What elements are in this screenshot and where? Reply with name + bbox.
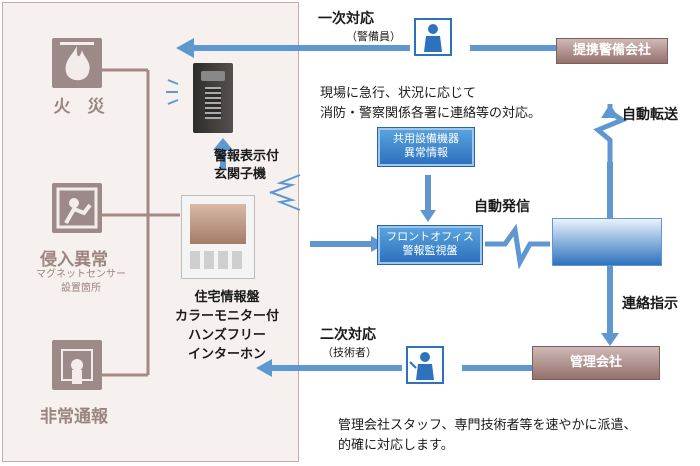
fire-icon [52, 38, 102, 88]
first-response-role: （警備員） [346, 30, 401, 43]
front-office-box: フロントオフィス 警報監視盤 [378, 226, 482, 264]
technician-icon [406, 346, 444, 384]
magnet-sensor-note: マグネットセンサー 設置箇所 [36, 269, 126, 294]
contact-instruction-label: 連絡指示 [622, 296, 678, 312]
indoor-monitor-label: 住宅情報盤 カラーモニター付 ハンズフリー インターホン [174, 290, 279, 362]
second-response-title: 二次対応 [320, 327, 376, 343]
management-company-box: 管理会社 [532, 346, 660, 380]
first-response-description: 現場に急行、状況に応じて 消防・警察関係各署に連絡等の対応。 [320, 86, 542, 121]
hazard-label-intrusion: 侵入異常 [40, 250, 108, 270]
second-response-role: （技術者） [322, 346, 377, 359]
shared-equipment-box: 共用設備機器 異常情報 [378, 128, 474, 166]
hazard-label-fire: 火 災 [53, 97, 105, 117]
hazard-label-emergency: 非常通報 [40, 407, 108, 427]
auto-call-label: 自動発信 [474, 199, 530, 215]
central-monitoring-box [552, 218, 662, 266]
security-guard-icon [414, 18, 452, 56]
door-unit-device [193, 63, 233, 133]
emergency-button-icon [52, 340, 102, 390]
auto-transfer-label: 自動転送 [622, 107, 678, 123]
second-response-description: 管理会社スタッフ、専門技術者等を速やかに派遣、 的確に対応します。 [338, 418, 637, 453]
security-company-box: 提携警備会社 [556, 38, 668, 64]
door-unit-label: 警報表示付 玄関子機 [214, 149, 280, 182]
indoor-monitor-device [181, 195, 255, 279]
intrusion-icon [52, 183, 102, 233]
first-response-title: 一次対応 [318, 11, 374, 27]
